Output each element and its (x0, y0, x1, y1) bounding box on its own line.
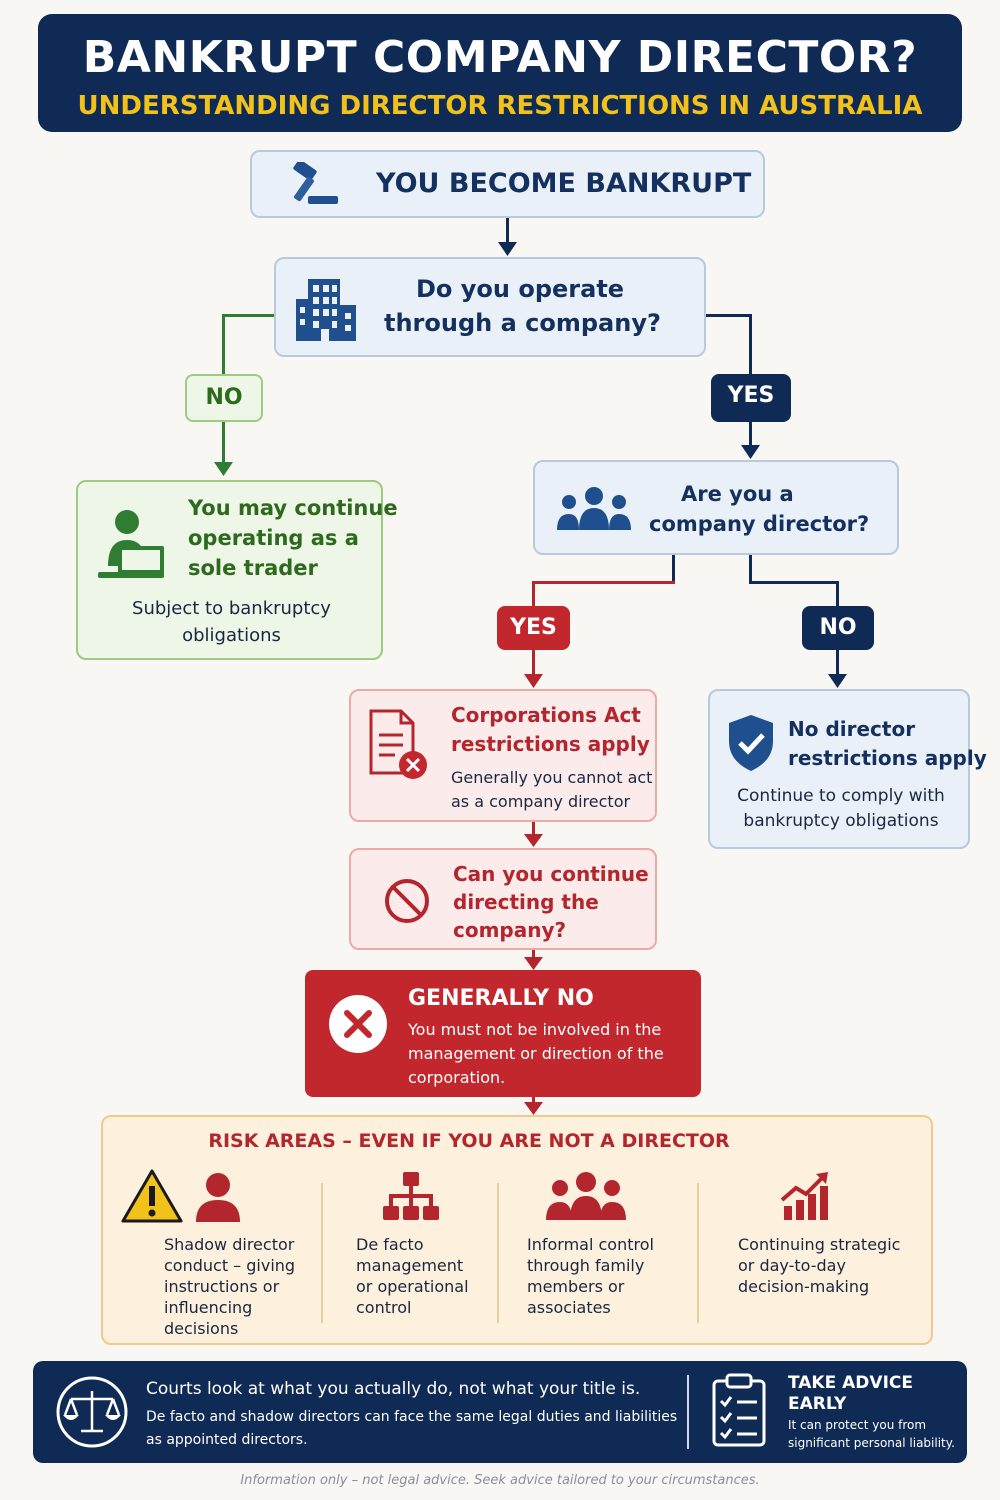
risk-text: decision-making (738, 1277, 870, 1296)
x-circle-icon (329, 995, 387, 1053)
q1-line2: through a company? (384, 309, 661, 337)
page-subtitle: UNDERSTANDING DIRECTOR RESTRICTIONS IN A… (77, 91, 923, 121)
risk-text: influencing (164, 1298, 253, 1317)
risk-text: associates (527, 1298, 611, 1317)
yes-badge-director: YES (497, 606, 570, 650)
risk-item-decision-making: Continuing strategic or day-to-day decis… (738, 1234, 900, 1297)
gavel-icon (293, 162, 338, 204)
warning-icon (121, 1169, 183, 1223)
sole-trader-box: You may continue operating as a sole tra… (76, 480, 398, 660)
no-restrictions-line2: restrictions apply (788, 746, 987, 770)
scales-of-justice-icon (56, 1376, 128, 1448)
start-box: YOU BECOME BANKRUPT (250, 150, 765, 218)
sole-trader-line2: operating as a (188, 526, 359, 550)
risk-text: management (356, 1256, 464, 1275)
risk-text: or operational (356, 1277, 469, 1296)
risk-text: through family (527, 1256, 645, 1275)
question-continue-directing: Can you continue directing the company? (349, 848, 657, 950)
prohibited-icon (385, 879, 429, 923)
start-label: YOU BECOME BANKRUPT (376, 168, 752, 199)
advice-line2: significant personal liability. (788, 1436, 955, 1450)
no-badge-company: NO (185, 374, 263, 422)
no-restrictions-box: No director restrictions apply Continue … (708, 689, 987, 849)
footer-body-line1: De facto and shadow directors can face t… (146, 1409, 678, 1425)
risk-text: decisions (164, 1319, 239, 1338)
disclaimer: Information only – not legal advice. See… (240, 1473, 760, 1488)
corps-act-line1: Corporations Act (451, 703, 641, 727)
advice-title1: TAKE ADVICE (788, 1373, 913, 1393)
q3-line1: Can you continue (453, 862, 649, 886)
generally-no-box: GENERALLY NO You must not be involved in… (305, 970, 701, 1097)
building-icon (296, 279, 356, 341)
q1-line1: Do you operate (416, 275, 625, 303)
shield-check-icon (729, 715, 773, 771)
risk-text: or day-to-day (738, 1256, 846, 1275)
footer-headline: Courts look at what you actually do, not… (146, 1379, 641, 1399)
yes-badge-company: YES (711, 374, 791, 422)
no-restrictions-note1: Continue to comply with (737, 786, 945, 806)
corps-act-line2: restrictions apply (451, 732, 650, 756)
sole-trader-note1: Subject to bankruptcy (132, 598, 331, 619)
answer-line2: management or direction of the (408, 1044, 664, 1063)
risk-areas-title: RISK AREAS – EVEN IF YOU ARE NOT A DIREC… (208, 1130, 730, 1152)
answer-title: GENERALLY NO (408, 986, 594, 1011)
corps-act-note1: Generally you cannot act (451, 768, 653, 787)
group-icon (557, 487, 631, 530)
risk-text: control (356, 1298, 412, 1317)
footer-body-line2: as appointed directors. (146, 1432, 308, 1448)
no-restrictions-note2: bankruptcy obligations (743, 811, 939, 831)
document-x-icon (369, 709, 427, 779)
org-chart-icon (383, 1172, 439, 1220)
risk-text: instructions or (164, 1277, 280, 1296)
clipboard-checklist-icon (712, 1373, 766, 1447)
risk-item-informal-control: Informal control through family members … (527, 1234, 654, 1318)
person-laptop-icon (98, 510, 164, 578)
group-icon (546, 1172, 626, 1220)
question-company-director: Are you a company director? (533, 460, 899, 555)
sole-trader-line1: You may continue (188, 496, 398, 520)
advice-title2: EARLY (788, 1394, 847, 1414)
corps-act-note2: as a company director (451, 792, 631, 811)
header-banner: BANKRUPT COMPANY DIRECTOR? UNDERSTANDING… (38, 14, 962, 132)
answer-line1: You must not be involved in the (408, 1020, 662, 1039)
risk-text: members or (527, 1277, 625, 1296)
corporations-act-box: Corporations Act restrictions apply Gene… (349, 689, 657, 822)
risk-item-de-facto: De facto management or operational contr… (356, 1234, 469, 1318)
advice-line1: It can protect you from (788, 1418, 927, 1432)
sole-trader-line3: sole trader (188, 556, 318, 580)
no-restrictions-line1: No director (788, 717, 916, 741)
risk-areas-panel (101, 1115, 933, 1345)
risk-text: Informal control (527, 1235, 654, 1254)
risk-text: conduct – giving (164, 1256, 296, 1275)
q2-line1: Are you a (681, 482, 794, 506)
risk-text: Shadow director (164, 1235, 295, 1254)
sole-trader-note2: obligations (182, 625, 281, 646)
q3-line3: company? (453, 918, 567, 942)
risk-text: Continuing strategic (738, 1235, 901, 1254)
no-badge-director: NO (802, 606, 874, 650)
risk-text: De facto (356, 1235, 424, 1254)
q2-line2: company director? (649, 512, 870, 536)
q3-line2: directing the (453, 890, 599, 914)
growth-chart-icon (780, 1172, 828, 1220)
question-operate-company: Do you operate through a company? (274, 257, 706, 357)
page-title: BANKRUPT COMPANY DIRECTOR? (82, 32, 918, 83)
person-icon (196, 1173, 240, 1222)
answer-line3: corporation. (408, 1068, 506, 1087)
risk-item-shadow-director: Shadow director conduct – giving instruc… (164, 1234, 295, 1339)
footer-banner: Courts look at what you actually do, not… (33, 1361, 967, 1463)
